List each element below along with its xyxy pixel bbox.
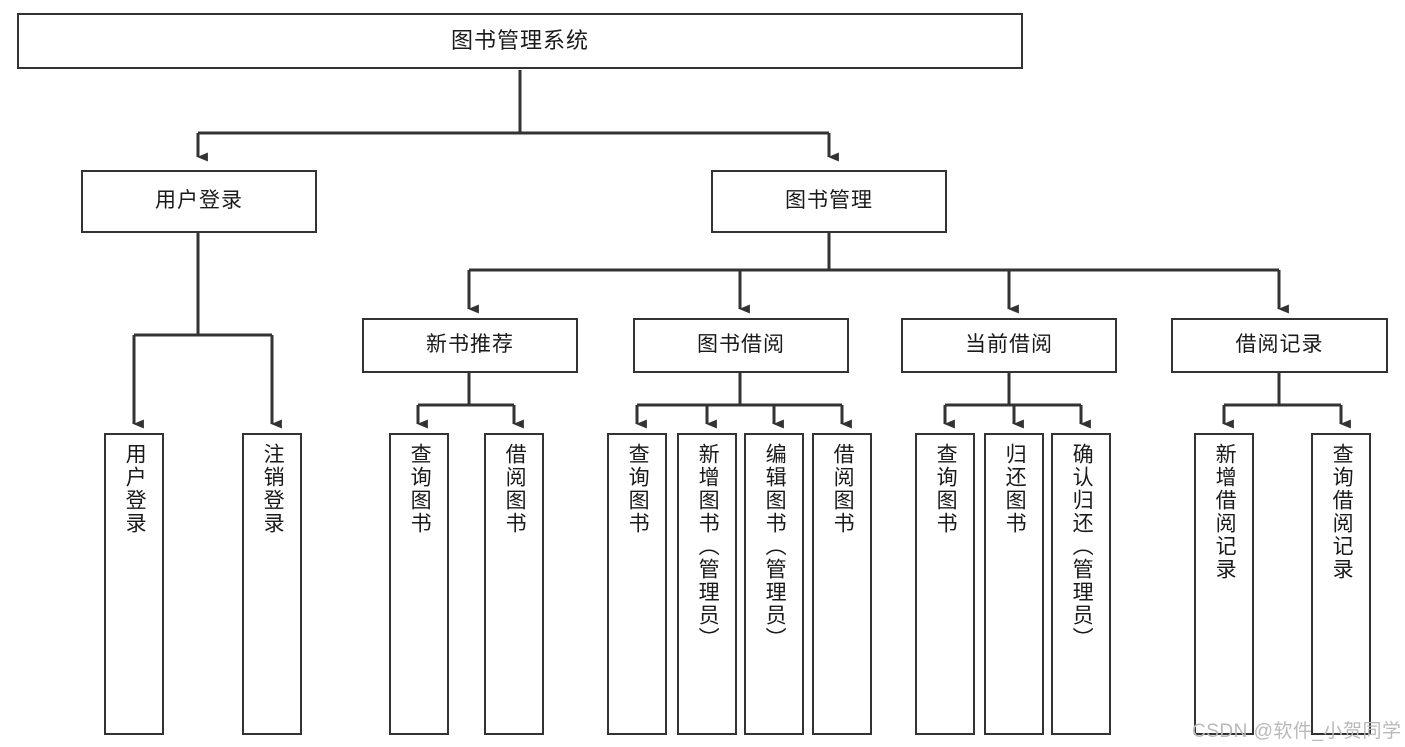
node-book-manage[interactable]: 图书管理 [711, 170, 947, 233]
node-root[interactable]: 图书管理系统 [17, 13, 1023, 69]
csdn-watermark: CSDN @软件_小贺同学 [1192, 721, 1402, 742]
node-leaf-edit-book[interactable]: 编辑图书（管理员） [744, 433, 804, 735]
node-book-borrow-label: 图书借阅 [697, 333, 785, 357]
node-leaf-user-login[interactable]: 用户登录 [104, 433, 164, 735]
node-leaf-add-record[interactable]: 新增借阅记录 [1194, 433, 1254, 735]
node-borrow-record-label: 借阅记录 [1235, 333, 1324, 357]
node-user-login[interactable]: 用户登录 [81, 170, 317, 233]
node-leaf-user-login-label: 用户登录 [123, 443, 147, 535]
node-book-borrow[interactable]: 图书借阅 [633, 318, 849, 373]
node-new-book-rec[interactable]: 新书推荐 [362, 318, 578, 373]
node-leaf-logout-login-label: 注销登录 [261, 443, 285, 535]
node-borrow-record[interactable]: 借阅记录 [1171, 318, 1388, 373]
node-leaf-query-book-2[interactable]: 查询图书 [607, 433, 667, 735]
node-leaf-borrow-book-2-label: 借阅图书 [831, 443, 855, 535]
node-leaf-edit-book-label: 编辑图书（管理员） [763, 443, 787, 650]
node-root-label: 图书管理系统 [450, 28, 589, 54]
node-leaf-query-record[interactable]: 查询借阅记录 [1311, 433, 1371, 735]
node-user-login-label: 用户登录 [155, 189, 243, 213]
node-leaf-query-record-label: 查询借阅记录 [1330, 443, 1354, 581]
node-book-manage-label: 图书管理 [785, 189, 873, 213]
node-leaf-query-book-2-label: 查询图书 [626, 443, 650, 535]
node-current-borrow[interactable]: 当前借阅 [901, 318, 1117, 373]
node-leaf-borrow-book-1-label: 借阅图书 [503, 443, 527, 535]
node-leaf-return-book[interactable]: 归还图书 [984, 433, 1044, 735]
node-leaf-add-book[interactable]: 新增图书（管理员） [677, 433, 737, 735]
node-leaf-add-record-label: 新增借阅记录 [1213, 443, 1237, 581]
node-leaf-query-book-3-label: 查询图书 [934, 443, 958, 535]
node-leaf-add-book-label: 新增图书（管理员） [696, 443, 720, 650]
node-new-book-rec-label: 新书推荐 [426, 333, 514, 357]
node-current-borrow-label: 当前借阅 [965, 333, 1053, 357]
node-leaf-logout-login[interactable]: 注销登录 [242, 433, 302, 735]
node-leaf-confirm-return[interactable]: 确认归还（管理员） [1051, 433, 1111, 735]
node-leaf-borrow-book-1[interactable]: 借阅图书 [484, 433, 544, 735]
node-leaf-confirm-return-label: 确认归还（管理员） [1070, 443, 1094, 650]
node-leaf-query-book-3[interactable]: 查询图书 [915, 433, 975, 735]
node-leaf-return-book-label: 归还图书 [1003, 443, 1027, 535]
node-leaf-query-book-1[interactable]: 查询图书 [389, 433, 449, 735]
node-leaf-query-book-1-label: 查询图书 [408, 443, 432, 535]
node-leaf-borrow-book-2[interactable]: 借阅图书 [812, 433, 872, 735]
